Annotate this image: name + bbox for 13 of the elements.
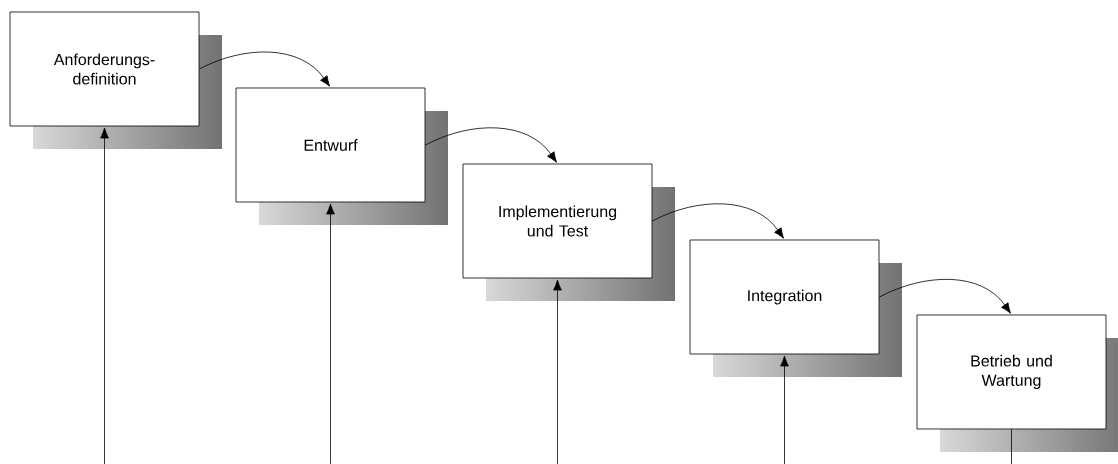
arrow [780,355,789,464]
process-box: Implementierung und Test [462,163,653,279]
arrow [425,127,557,163]
process-box: Betrieb und Wartung [916,314,1107,430]
process-box: Anforderungs- definition [9,11,200,127]
process-box: Entwurf [235,87,426,203]
arrow [199,51,330,87]
arrow [652,203,784,239]
arrow [100,127,109,464]
arrow [326,203,335,464]
arrow [879,279,1011,314]
process-box: Integration [689,239,880,355]
arrow [553,279,562,464]
